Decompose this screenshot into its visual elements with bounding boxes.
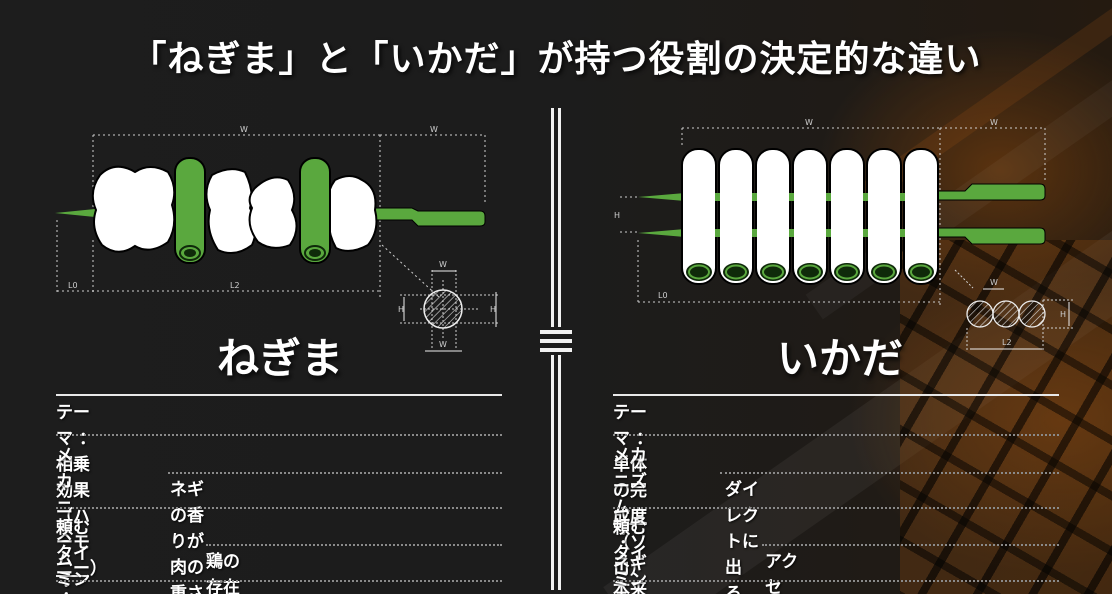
dotted-rule [613,507,1059,509]
svg-text:W: W [990,118,998,127]
dotted-rule [168,472,502,474]
page-title: 「ねぎま」と「いかだ」が持つ役割の決定的な違い [130,39,982,80]
ikada-title: いかだ [776,334,903,383]
dotted-rule [56,507,502,509]
svg-text:H: H [1060,310,1066,319]
ikada-title-rule [613,394,1059,396]
center-divider [540,108,572,590]
timing-line-2: 鶏の存在感を感じたい時。 [206,552,240,594]
timing-label: 頼むタイミング [613,515,647,594]
svg-text:H: H [490,305,496,314]
negima-title: ねぎま [216,334,343,383]
theme-value: 相乗効果（ハーモニー） [56,455,107,579]
ikada-raft-diagram: W W H L0 [614,118,1046,305]
ikada-cross-section: W L2 H [954,269,1075,352]
svg-text:W: W [240,125,248,134]
mechanism-line-2: ネギの香りが肉の重さを軽くする。 [170,480,204,594]
negima-cross-section: W W H H [398,260,500,352]
mechanism-label: メカニズム [56,443,90,577]
timing-label: 頼むタイミング [56,515,90,594]
svg-text:W: W [439,260,447,269]
svg-text:H: H [614,211,620,220]
mechanism-line-2: ダイレクトに出る。逃げ道のない味わい。 [725,480,759,594]
dotted-rule [56,434,502,436]
svg-text:W: W [990,278,998,287]
svg-text:L0: L0 [658,291,668,300]
dotted-rule [56,580,502,582]
ikada-row-timing: 頼むタイミング：コースの途中。味覚を整える [613,515,647,594]
negima-title-rule [56,394,502,396]
svg-text:W: W [430,125,438,134]
svg-text:L0: L0 [68,281,78,290]
equals-icon [540,330,572,334]
svg-text:W: W [805,118,813,127]
negima-row-mechanism: メカニズム：肉の脂とうまみがネギに移り、 [56,443,90,594]
mechanism-line-1: ネギ本来の質、火入れ、塩加減の差が [613,554,647,594]
dotted-rule [720,472,1059,474]
negi-piece [681,148,717,285]
ikada-row-mechanism: メカニズム：ネギ本来の質、火入れ、塩加減の差が [613,443,648,594]
timing-line-2: アクセントや箸休めとして。 [765,552,799,594]
mechanism-label: メカニズム [613,443,648,525]
svg-text:H: H [398,305,404,314]
svg-text:W: W [439,340,447,349]
dotted-rule [613,434,1059,436]
theme-value: 単体の完成度（ソロ） [613,455,647,579]
svg-text:L2: L2 [1002,338,1012,347]
negima-skewer-diagram: W W L0 L2 [55,125,486,300]
dotted-rule [762,544,1059,546]
dotted-rule [613,580,1059,582]
negima-row-timing: 頼むタイミング：王道の1本目。 [56,515,90,594]
svg-text:L2: L2 [230,281,240,290]
ikada-row-theme: テーマ：単体の完成度（ソロ） [613,403,653,579]
negima-row-theme: テーマ：相乗効果（ハーモニー） [56,403,107,579]
dotted-rule [206,544,502,546]
